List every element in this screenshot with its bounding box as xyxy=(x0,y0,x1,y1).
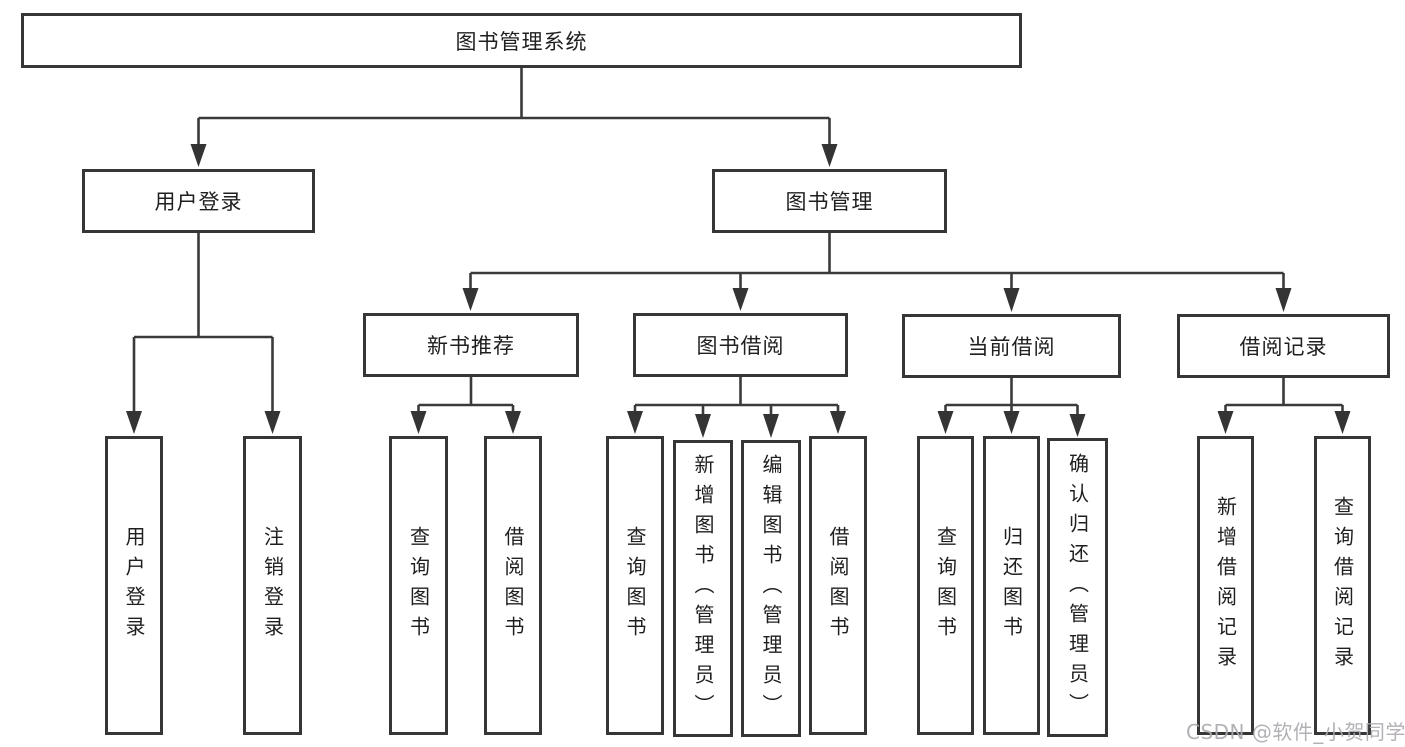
node-label: 确认归还（管理员） xyxy=(1065,452,1090,723)
connector-paths xyxy=(132,68,1344,414)
leaf-add-borrow-record: 新增借阅记录 xyxy=(1197,436,1254,735)
node-label: 查询图书 xyxy=(623,525,647,646)
node-book-management: 图书管理 xyxy=(712,169,947,233)
node-label: 查询图书 xyxy=(406,525,431,646)
node-label: 新书推荐 xyxy=(427,334,515,358)
csdn-watermark: CSDN @软件_小贺同学 xyxy=(1186,720,1405,744)
node-new-book-recommendation: 新书推荐 xyxy=(363,313,579,377)
node-current-borrowing: 当前借阅 xyxy=(902,314,1121,378)
arrow-heads xyxy=(126,144,1351,438)
node-user-login: 用户登录 xyxy=(82,169,315,233)
leaf-query-borrow-record: 查询借阅记录 xyxy=(1314,436,1371,735)
node-label: 查询图书 xyxy=(933,525,958,646)
leaf-query-books-1: 查询图书 xyxy=(389,436,448,735)
leaf-borrow-books-2: 借阅图书 xyxy=(809,436,867,735)
node-borrowing-records: 借阅记录 xyxy=(1177,314,1390,378)
node-label: 新增图书（管理员） xyxy=(691,453,715,724)
leaf-query-books-3: 查询图书 xyxy=(917,436,974,735)
leaf-logout: 注销登录 xyxy=(243,436,302,735)
leaf-confirm-return-admin: 确认归还（管理员） xyxy=(1047,438,1108,737)
leaf-return-books: 归还图书 xyxy=(983,436,1040,735)
leaf-add-books-admin: 新增图书（管理员） xyxy=(673,440,733,737)
node-label: 用户登录 xyxy=(122,525,146,646)
leaf-query-books-2: 查询图书 xyxy=(606,436,664,735)
node-label: 归还图书 xyxy=(999,525,1024,646)
node-book-borrowing: 图书借阅 xyxy=(633,313,848,377)
leaf-borrow-books-1: 借阅图书 xyxy=(484,436,542,735)
node-label: 当前借阅 xyxy=(967,335,1056,359)
node-label: 注销登录 xyxy=(260,525,285,646)
node-label: 图书管理系统 xyxy=(455,29,588,54)
leaf-edit-books-admin: 编辑图书（管理员） xyxy=(741,440,801,737)
node-label: 借阅图书 xyxy=(501,525,525,646)
node-label: 编辑图书（管理员） xyxy=(759,453,783,724)
node-label: 借阅图书 xyxy=(826,525,850,646)
node-label: 借阅记录 xyxy=(1239,335,1328,359)
node-label: 图书借阅 xyxy=(696,334,785,358)
node-label: 用户登录 xyxy=(154,190,243,214)
leaf-user-login: 用户登录 xyxy=(105,436,163,735)
node-label: 图书管理 xyxy=(785,190,874,214)
node-label: 查询借阅记录 xyxy=(1330,495,1355,676)
node-label: 新增借阅记录 xyxy=(1213,495,1238,676)
node-library-management-system: 图书管理系统 xyxy=(21,13,1022,68)
